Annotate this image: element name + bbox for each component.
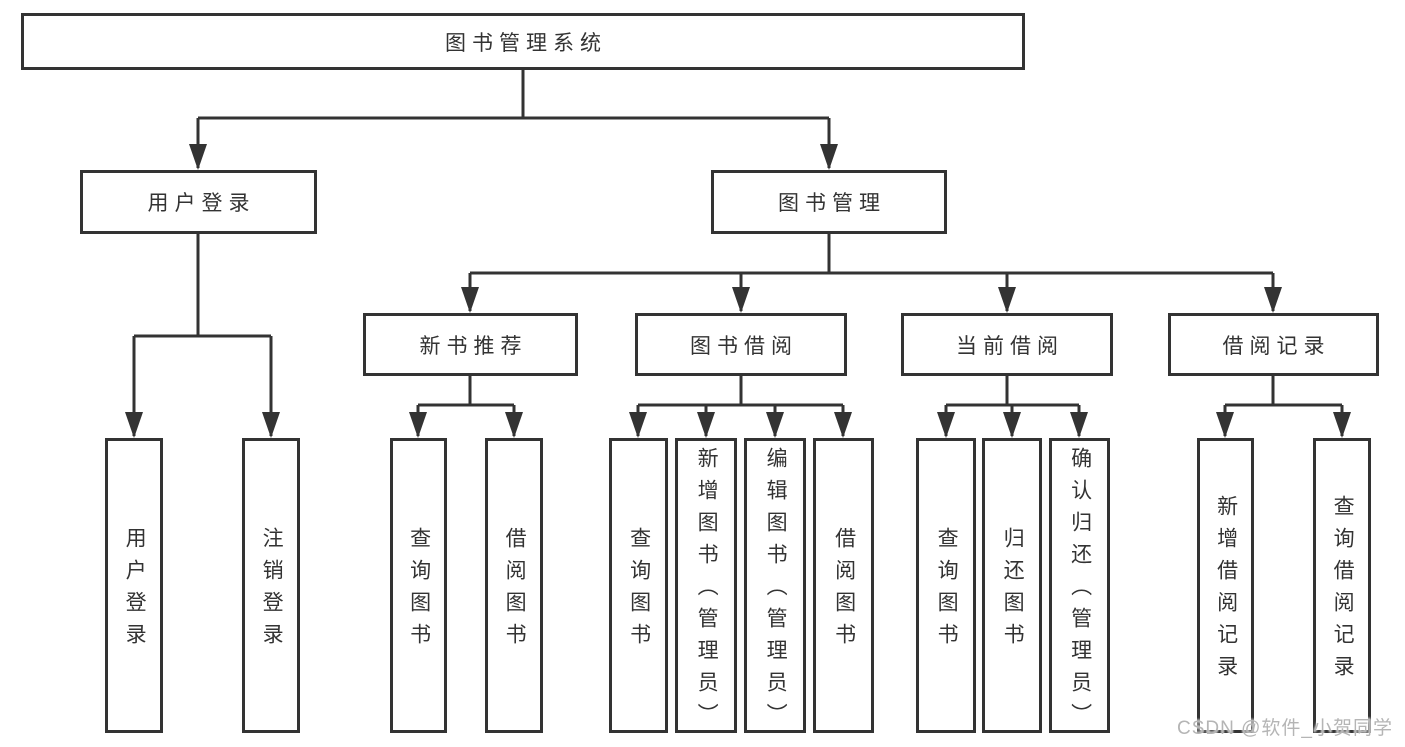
node-current-borrow: 当前借阅 (901, 313, 1113, 376)
leaf-add-book-admin-label: 新增图书（管理员） (695, 447, 719, 735)
node-book-management-label: 图书管理 (778, 192, 886, 215)
leaf-query-books-2: 查询图书 (609, 438, 668, 733)
leaf-confirm-return-admin-label: 确认归还（管理员） (1068, 447, 1092, 735)
leaf-add-borrow-record: 新增借阅记录 (1197, 438, 1254, 733)
node-book-borrow-label: 图书借阅 (690, 334, 798, 358)
node-user-login: 用户登录 (80, 170, 317, 234)
node-new-book-recommend: 新书推荐 (363, 313, 578, 376)
leaf-query-books-1-label: 查询图书 (407, 527, 431, 655)
leaf-borrow-books-1: 借阅图书 (485, 438, 543, 733)
leaf-user-login-label: 用户登录 (123, 527, 147, 655)
node-root: 图书管理系统 (21, 13, 1025, 70)
leaf-add-book-admin: 新增图书（管理员） (675, 438, 737, 735)
node-user-login-label: 用户登录 (147, 192, 256, 215)
node-new-book-recommend-label: 新书推荐 (419, 334, 528, 358)
leaf-query-books-2-label: 查询图书 (627, 527, 651, 655)
leaf-logout: 注销登录 (242, 438, 300, 733)
leaf-borrow-books-2-label: 借阅图书 (832, 527, 856, 655)
leaf-query-borrow-record-label: 查询借阅记录 (1331, 495, 1355, 687)
node-book-management: 图书管理 (711, 170, 947, 234)
leaf-edit-book-admin: 编辑图书（管理员） (744, 438, 806, 735)
leaf-edit-book-admin-label: 编辑图书（管理员） (764, 447, 788, 735)
node-root-label: 图书管理系统 (445, 31, 607, 55)
leaf-return-book-label: 归还图书 (1001, 527, 1025, 655)
leaf-add-borrow-record-label: 新增借阅记录 (1214, 495, 1238, 687)
leaf-query-books-3-label: 查询图书 (935, 527, 959, 655)
leaf-return-book: 归还图书 (982, 438, 1042, 733)
node-book-borrow: 图书借阅 (635, 313, 847, 376)
node-borrow-records: 借阅记录 (1168, 313, 1379, 376)
leaf-query-borrow-record: 查询借阅记录 (1313, 438, 1371, 733)
leaf-query-books-1: 查询图书 (390, 438, 447, 733)
node-current-borrow-label: 当前借阅 (956, 334, 1064, 358)
csdn-watermark: CSDN @软件_小贺同学 (1177, 718, 1393, 739)
leaf-borrow-books-2: 借阅图书 (813, 438, 874, 733)
leaf-borrow-books-1-label: 借阅图书 (503, 527, 527, 655)
node-borrow-records-label: 借阅记录 (1222, 334, 1331, 358)
leaf-logout-label: 注销登录 (260, 527, 284, 655)
leaf-user-login: 用户登录 (105, 438, 163, 733)
leaf-query-books-3: 查询图书 (916, 438, 976, 733)
leaf-confirm-return-admin: 确认归还（管理员） (1049, 438, 1110, 735)
tree-edges (132, 70, 1344, 436)
